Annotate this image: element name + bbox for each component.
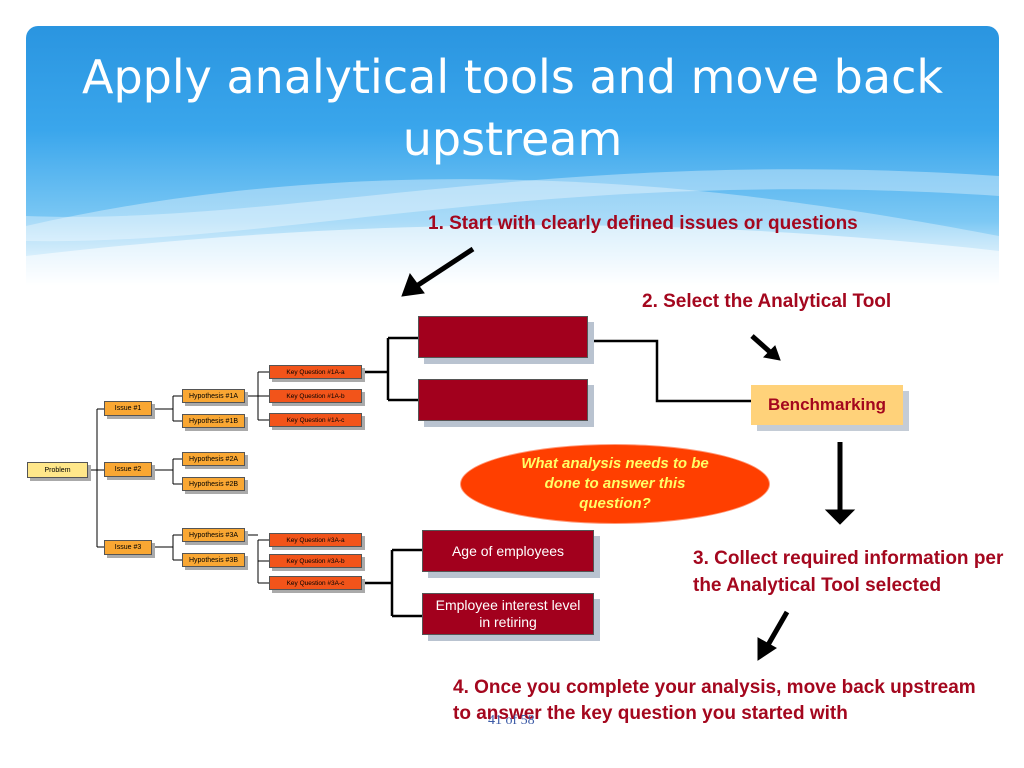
step2-note: 2. Select the Analytical Tool	[642, 291, 892, 312]
step3-note-line2: the Analytical Tool selected	[693, 575, 942, 596]
arrow-step4	[757, 610, 790, 661]
hypothesis-box-3a: Hypothesis #3A	[182, 528, 245, 542]
analysis-question-callout: What analysis needs to be done to answer…	[460, 444, 770, 524]
header-band	[26, 26, 999, 286]
key-question-box-1a-a: Key Question #1A-a	[269, 365, 362, 379]
analysis-box-empty-1	[418, 316, 588, 358]
arrow-step3	[824, 442, 856, 525]
arrow-step2	[750, 334, 781, 361]
issue-box-2: Issue #2	[104, 462, 152, 477]
key-question-box-1a-c: Key Question #1A-c	[269, 413, 362, 427]
analysis-box-empty-2	[418, 379, 588, 421]
step3-note-line1: 3. Collect required information per	[693, 548, 1004, 569]
arrow-step1	[401, 246, 475, 297]
problem-box: Problem	[27, 462, 88, 478]
issue-box-3: Issue #3	[104, 540, 152, 555]
page-number: 41 of 58	[488, 713, 535, 728]
slide-title: Apply analytical tools and move back ups…	[82, 50, 943, 166]
callout-text: What analysis needs to be done to answer…	[521, 455, 709, 512]
hypothesis-box-1b: Hypothesis #1B	[182, 414, 245, 428]
key-question-box-3a-c: Key Question #3A-c	[269, 576, 362, 590]
key-question-box-1a-b: Key Question #1A-b	[269, 389, 362, 403]
step4-note-line1: 4. Once you complete your analysis, move…	[453, 677, 976, 698]
info-box-employee-interest: Employee interest level in retiring	[422, 593, 594, 635]
hypothesis-box-1a: Hypothesis #1A	[182, 389, 245, 403]
header-wave-decoration	[26, 169, 999, 286]
step4-note-line2: to answer the key question you started w…	[453, 703, 848, 724]
info-box-age-of-employees: Age of employees	[422, 530, 594, 572]
hypothesis-box-2a: Hypothesis #2A	[182, 452, 245, 466]
key-question-box-3a-b: Key Question #3A-b	[269, 554, 362, 568]
analytical-tool-box: Benchmarking	[751, 385, 903, 425]
step1-note: 1. Start with clearly defined issues or …	[428, 213, 858, 234]
issue-box-1: Issue #1	[104, 401, 152, 416]
hypothesis-box-2b: Hypothesis #2B	[182, 477, 245, 491]
hypothesis-box-3b: Hypothesis #3B	[182, 553, 245, 567]
key-question-box-3a-a: Key Question #3A-a	[269, 533, 362, 547]
